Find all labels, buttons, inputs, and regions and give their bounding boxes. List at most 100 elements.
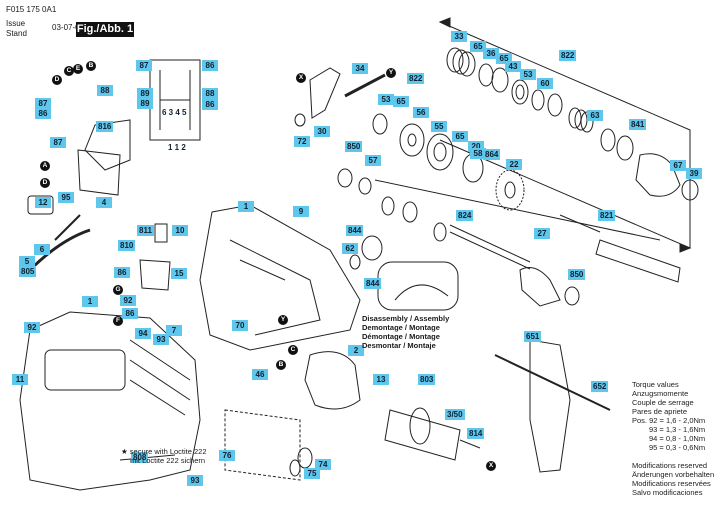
part-label: 13 <box>373 374 389 385</box>
part-label: 864 <box>483 149 501 160</box>
part-label: 11 <box>12 374 28 385</box>
cable-805 <box>28 228 91 272</box>
part-label: 92 <box>24 322 40 333</box>
part-label: 652 <box>591 381 609 392</box>
loctite-note-line: ★ secure with Loctite 222 <box>121 447 207 456</box>
brush-10 <box>154 223 168 243</box>
ring-65 <box>478 63 494 87</box>
brush-spring-15 <box>139 259 171 291</box>
wiring-terminals-top: 6 3 4 5 <box>162 108 187 117</box>
gear-22 <box>495 169 525 211</box>
part-label: 86 <box>122 308 138 319</box>
part-label: 20 <box>468 141 484 152</box>
part-label: 34 <box>352 63 368 74</box>
part-label: 75 <box>304 468 320 479</box>
spring-33 <box>446 47 476 77</box>
washer-56 <box>399 123 425 157</box>
part-label: 824 <box>456 210 474 221</box>
part-label: 57 <box>365 155 381 166</box>
bearing-55 <box>426 133 454 171</box>
marker-b2: B <box>276 360 286 370</box>
marker-d: D <box>52 75 62 85</box>
loctite-note-line: mit Loctite 222 sichern <box>130 456 206 465</box>
arrow-head-right <box>679 243 692 253</box>
assembly-note: Disassembly / Assembly Demontage / Monta… <box>362 314 449 350</box>
assembly-note-line: Disassembly / Assembly <box>362 314 450 323</box>
part-label: 62 <box>342 243 358 254</box>
ring-60 <box>547 93 563 117</box>
part-label: 803 <box>418 374 436 385</box>
marker-y: Y <box>386 68 396 78</box>
part-label: 89 <box>137 88 153 99</box>
issue-stand-label: Issue Stand <box>6 19 27 39</box>
part-label: 822 <box>559 50 577 61</box>
part-label: 58 <box>470 148 486 159</box>
torque-line: 95 = 0,3 - 0,6Nm <box>649 443 706 452</box>
marker-c2: C <box>288 345 298 355</box>
part-label: 822 <box>407 73 425 84</box>
part-label: 55 <box>431 121 447 132</box>
torque-line: Couple de serrage <box>632 398 694 407</box>
torque-line: 93 = 1,3 - 1,6Nm <box>649 425 706 434</box>
part-label: 86 <box>114 267 130 278</box>
part-label: 88 <box>202 88 218 99</box>
part-label: 850 <box>345 141 363 152</box>
part-label: 86 <box>202 99 218 110</box>
modifications-line: Modifications reservées <box>632 479 711 488</box>
field-coil-2 <box>304 351 361 410</box>
marker-a: A <box>40 161 50 171</box>
stand-label: Stand <box>6 29 27 38</box>
switch-816 <box>84 119 131 171</box>
part-label: 94 <box>135 328 151 339</box>
marker-e: E <box>73 64 83 74</box>
screw-72 <box>294 113 306 127</box>
part-label: 15 <box>171 268 187 279</box>
ring-75 <box>289 459 301 477</box>
marker-c: C <box>64 66 74 76</box>
cap-39 <box>681 179 699 201</box>
marker-y2: Y <box>278 315 288 325</box>
bearing-850 <box>337 168 353 188</box>
spindle-group-frame-lower <box>374 179 661 241</box>
ring-43 <box>511 79 529 105</box>
strain-relief-6 <box>54 214 81 241</box>
part-label: 67 <box>670 160 686 171</box>
part-label: 92 <box>120 295 136 306</box>
lever-30 <box>309 67 341 119</box>
marker-b: B <box>86 61 96 71</box>
marker-f: F <box>113 316 123 326</box>
modifications-line: Modifications reserved <box>632 461 708 470</box>
torque-line: Pares de apriete <box>632 407 688 416</box>
chuck-67 <box>635 153 681 197</box>
spindle-group-frame <box>439 21 691 249</box>
ring-53 <box>531 89 545 111</box>
header-block: F015 175 0A1 Issue Stand 03-07-04 <box>6 5 84 38</box>
part-label: 844 <box>346 225 364 236</box>
part-label: 43 <box>505 61 521 72</box>
part-label: 7 <box>166 325 182 336</box>
part-label: 86 <box>35 108 51 119</box>
part-label: 808 <box>131 452 149 463</box>
part-label: 87 <box>35 98 51 109</box>
part-label: 60 <box>537 78 553 89</box>
part-label: 72 <box>294 136 310 147</box>
part-label: 841 <box>629 119 647 130</box>
part-label: 1 <box>82 296 98 307</box>
part-label: 10 <box>172 225 188 236</box>
part-label: 93 <box>153 334 169 345</box>
part-label: 65 <box>393 96 409 107</box>
part-label: 74 <box>315 459 331 470</box>
figure-badge: Fig./Abb. 1 <box>76 22 134 37</box>
marker-d2: D <box>40 178 50 188</box>
part-label: 87 <box>50 137 66 148</box>
ring-841b <box>616 135 634 161</box>
part-label: 6 <box>34 244 50 255</box>
part-label: 850 <box>568 269 586 280</box>
issue-label: Issue <box>6 19 26 28</box>
part-label: 65 <box>496 53 512 64</box>
part-label: 3/50 <box>445 409 465 420</box>
ring-841a <box>600 128 616 152</box>
spindle-part-850 <box>519 267 561 307</box>
part-label: 93 <box>187 475 203 486</box>
